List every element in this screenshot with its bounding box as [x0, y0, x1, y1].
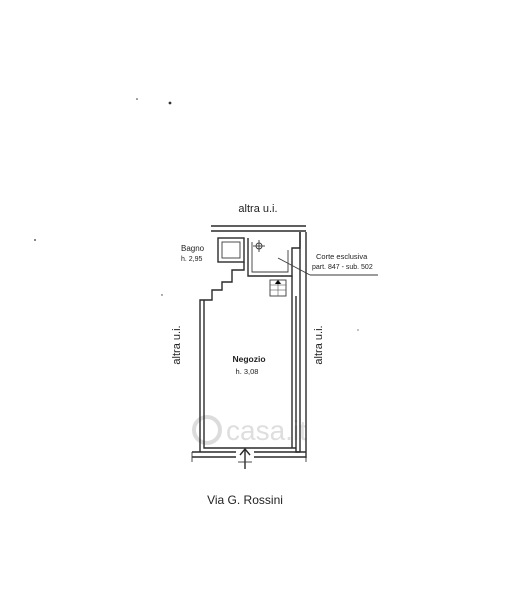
- shop-height: h. 3,08: [236, 367, 259, 376]
- courtyard-area: [247, 232, 301, 277]
- stair-symbol: [269, 279, 287, 297]
- bathroom-height: h. 2,95: [181, 256, 203, 263]
- bathroom-name: Bagno: [181, 244, 205, 253]
- courtyard-parcel: part. 847 - sub. 502: [312, 264, 373, 271]
- bathroom-room: [217, 237, 245, 263]
- top-boundary: [211, 225, 306, 232]
- watermark-text: casa.it: [226, 415, 307, 446]
- fixture-symbol: [253, 240, 265, 252]
- shop-name: Negozio: [232, 354, 265, 364]
- top-neighbor-label: altra u.i.: [238, 203, 277, 215]
- street-name: Via G. Rossini: [207, 493, 283, 507]
- entrance-arrow-icon: [238, 447, 252, 469]
- street-facade: [191, 451, 307, 462]
- courtyard-leader-line: [277, 257, 378, 276]
- watermark-logo: casa.it: [192, 415, 307, 446]
- scan-specks: [34, 98, 359, 331]
- right-neighbor-label: altra u.i.: [313, 325, 325, 364]
- left-neighbor-label: altra u.i.: [171, 325, 183, 364]
- courtyard-label: Corte esclusiva: [316, 252, 368, 261]
